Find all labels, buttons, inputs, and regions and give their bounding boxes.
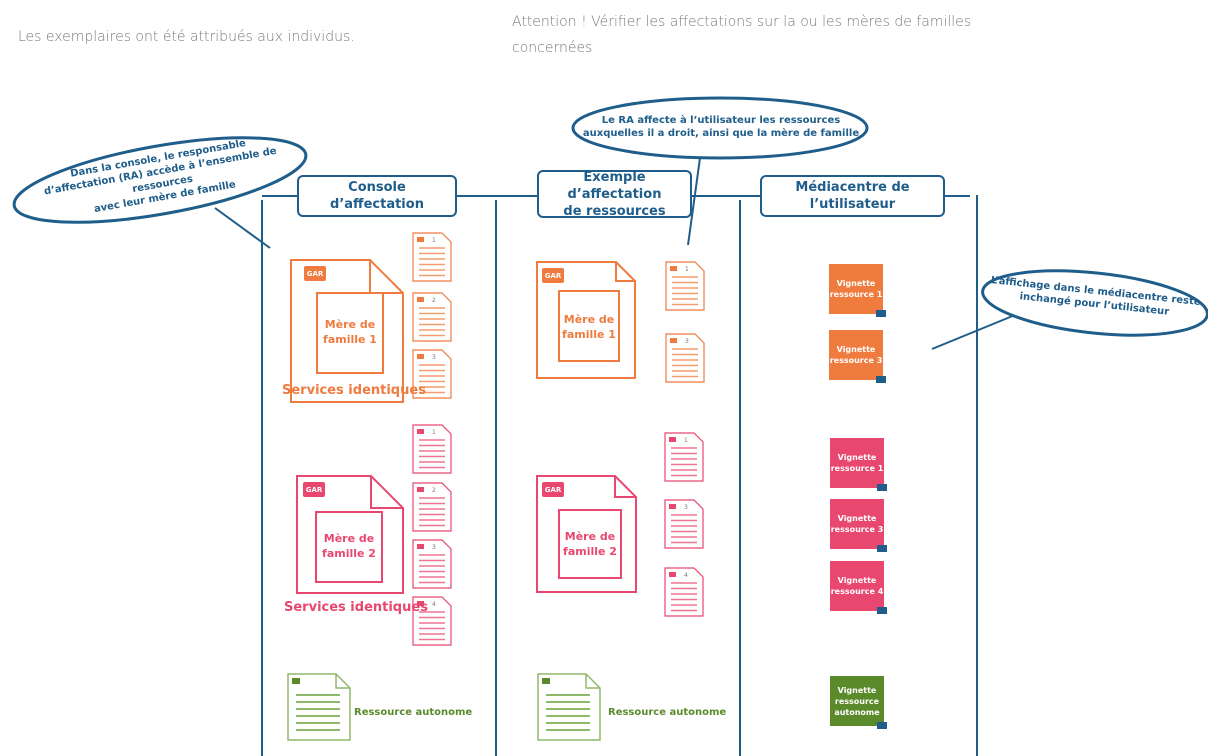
- resource-doc-number: 1: [432, 429, 436, 436]
- resource-doc-number: 2: [432, 297, 436, 304]
- bubble-top-line1: Le RA affecte à l’utilisateur les ressou…: [601, 115, 841, 126]
- tile-line2: ressource 4: [830, 587, 884, 596]
- resource-doc-number: 3: [432, 544, 436, 551]
- gar-badge: GAR: [542, 268, 564, 283]
- resource-doc-number: 3: [684, 504, 688, 511]
- resource-doc-e1-1: 1: [665, 261, 705, 311]
- bubble-top-text: Le RA affecte à l’utilisateur les ressou…: [578, 114, 864, 140]
- bubble-left: [12, 136, 308, 224]
- bubble-right-pointer: [931, 314, 1016, 350]
- mere-famille-doc-2-console: [296, 475, 404, 594]
- resource-doc-c2-4: 4: [412, 596, 452, 646]
- header-console: Console d’affectation: [297, 175, 457, 217]
- vignette-ressource-1-pink[interactable]: Vignette ressource 1: [830, 438, 887, 491]
- tile-line2: ressource 1: [829, 290, 883, 299]
- mere-famille-doc-2-exemple: [536, 475, 637, 593]
- resource-doc-c2-3: 3: [412, 539, 452, 589]
- ressource-autonome-doc-console: [287, 673, 351, 741]
- tile-line2: ressource 3: [829, 356, 883, 365]
- resource-doc-e1-3: 3: [665, 333, 705, 383]
- mere-famille-2-label-console: Mère de famille 2: [316, 531, 382, 561]
- resource-doc-c1-3: 3: [412, 349, 452, 399]
- vignette-ressource-1-orange[interactable]: Vignette ressource 1: [829, 264, 886, 317]
- mere1-line1: Mère de: [563, 313, 615, 326]
- resource-doc-c1-2: 2: [412, 292, 452, 342]
- tile-line1: Vignette: [837, 453, 877, 462]
- gar-mini-icon: [876, 310, 886, 317]
- header-mediacentre-label: Médiacentre de l’utilisateur: [795, 180, 910, 212]
- resource-doc-number: 4: [432, 601, 436, 608]
- small-resource-docs: 1 2 3 1 2 3 4 1 3 1 3 4: [412, 232, 705, 646]
- header-mediacentre: Médiacentre de l’utilisateur: [760, 175, 945, 217]
- gar-badge: GAR: [304, 266, 326, 281]
- bubble-right: [981, 269, 1208, 337]
- resource-doc-e2-1: 1: [664, 432, 704, 482]
- mere-famille-1-label-exemple: Mère de famille 1: [559, 312, 619, 342]
- resource-doc-e2-4: 4: [664, 567, 704, 617]
- resource-doc-c1-1: 1: [412, 232, 452, 282]
- ressource-autonome-label-exemple: Ressource autonome: [608, 707, 727, 718]
- mere-famille-doc-1-console: [290, 259, 404, 403]
- mere2-line1: Mère de: [323, 532, 375, 545]
- tile-line1: Vignette: [837, 685, 877, 695]
- resource-doc-c2-2: 2: [412, 482, 452, 532]
- intro-right-text: Attention ! Vérifier les affectations su…: [512, 14, 972, 56]
- header-exemple: Exemple d’affectation de ressources: [537, 169, 692, 219]
- tile-line1: Vignette: [836, 345, 876, 354]
- resource-doc-number: 3: [432, 354, 436, 361]
- resource-doc-number: 1: [685, 266, 689, 273]
- resource-doc-number: 4: [684, 572, 688, 579]
- gar-badge: GAR: [303, 482, 325, 497]
- tile-line1: Vignette: [836, 279, 876, 288]
- bubble-top-pointer: [687, 157, 701, 246]
- vignette-ressource-3-orange[interactable]: Vignette ressource 3: [829, 330, 886, 383]
- resource-doc-c2-1: 1: [412, 424, 452, 474]
- mere1-line1: Mère de: [324, 318, 376, 331]
- tile-line2: ressource: [834, 696, 880, 706]
- mere1-line2: famille 1: [562, 328, 616, 341]
- bubble-left-pointer: [214, 207, 271, 249]
- tile-line2: ressource 3: [830, 525, 884, 534]
- ressource-autonome-label-console: Ressource autonome: [354, 707, 473, 718]
- services-identiques-1: Services identiques: [282, 383, 426, 398]
- services-identiques-2: Services identiques: [284, 600, 428, 615]
- gar-mini-icon: [877, 545, 887, 552]
- gar-mini-icon: [877, 722, 887, 729]
- header-exemple-line1: Exemple d’affectation: [567, 169, 662, 202]
- resource-doc-e2-3: 3: [664, 499, 704, 549]
- resource-doc-number: 1: [684, 437, 688, 444]
- tile-line3: autonome: [834, 707, 880, 717]
- resource-doc-number: 3: [685, 338, 689, 345]
- ressource-autonome-doc-exemple: [537, 673, 601, 741]
- gar-mini-icon: [877, 607, 887, 614]
- tile-line1: Vignette: [837, 576, 877, 585]
- tile-line2: ressource 1: [830, 464, 884, 473]
- mere-famille-doc-1-exemple: [536, 261, 636, 379]
- header-exemple-line2: de ressources: [563, 203, 666, 219]
- resource-doc-number: 2: [432, 487, 436, 494]
- intro-left-text: Les exemplaires ont été attribués aux in…: [18, 29, 355, 45]
- mere-famille-2-label-exemple: Mère de famille 2: [559, 529, 621, 559]
- gar-mini-icon: [876, 376, 886, 383]
- tile-line1: Vignette: [837, 514, 877, 523]
- mere2-line2: famille 2: [322, 547, 376, 560]
- resource-doc-number: 1: [432, 237, 436, 244]
- vignette-ressource-4-pink[interactable]: Vignette ressource 4: [830, 561, 887, 614]
- mere2-line1: Mère de: [564, 530, 616, 543]
- header-console-label: Console d’affectation: [330, 180, 424, 212]
- bubble-top: [571, 96, 869, 160]
- mere1-line2: famille 1: [323, 333, 377, 346]
- gar-badge: GAR: [542, 482, 564, 497]
- mere2-line2: famille 2: [563, 545, 617, 558]
- bubble-top-line2: auxquelles il a droit, ainsi que la mère…: [582, 128, 860, 139]
- vignette-ressource-3-pink[interactable]: Vignette ressource 3: [830, 499, 887, 552]
- gar-mini-icon: [877, 484, 887, 491]
- mere-famille-1-label-console: Mère de famille 1: [317, 317, 383, 347]
